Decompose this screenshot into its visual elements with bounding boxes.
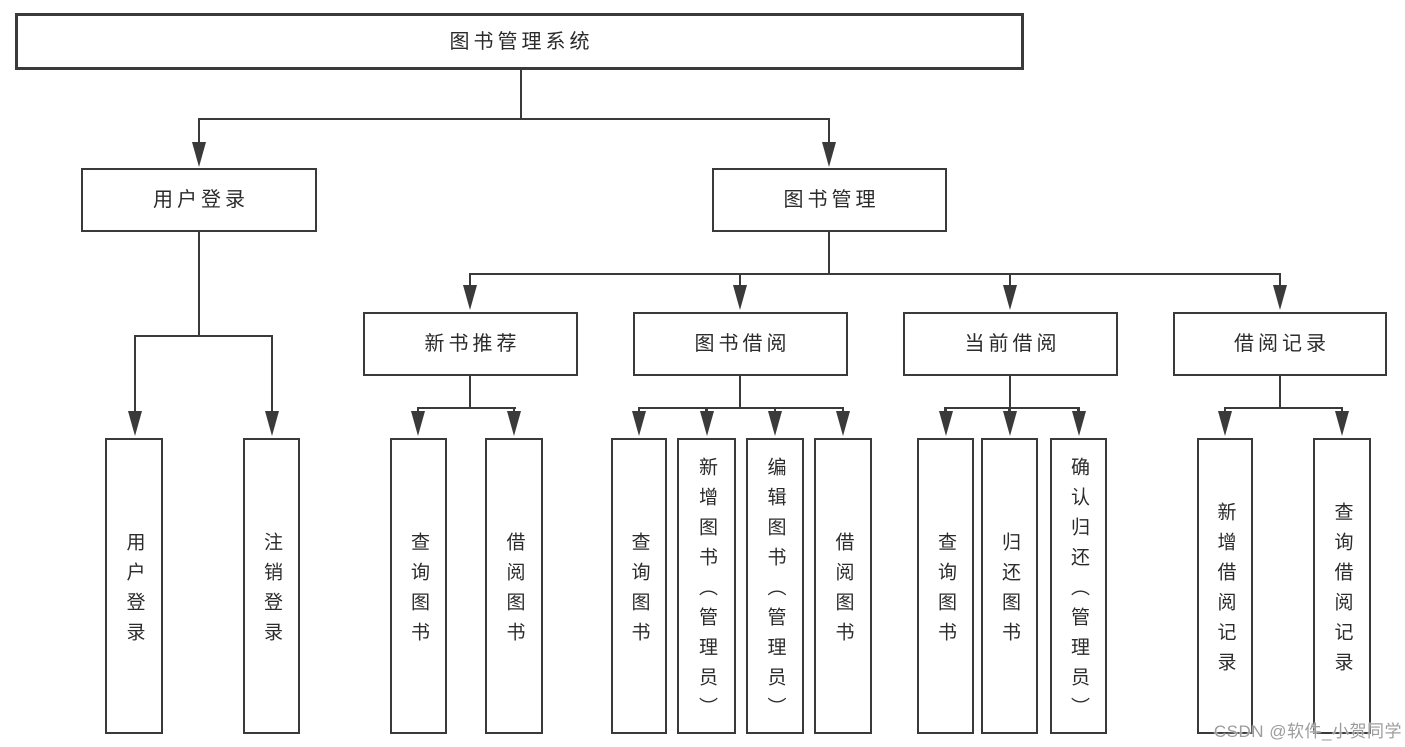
node-borrow-records: 借阅记录 <box>1173 312 1387 376</box>
connector-arrow-stem <box>1278 274 1282 287</box>
connector-arrow-stem <box>468 274 472 287</box>
node-label: 借阅图书 <box>832 531 854 652</box>
connector-arrow-stem <box>416 408 420 413</box>
arrowhead-down-icon <box>733 285 747 310</box>
node-current-borrowing: 当前借阅 <box>903 312 1118 376</box>
arrowhead-down-icon <box>507 411 521 436</box>
watermark: CSDN @软件_小贺同学 <box>1213 722 1402 741</box>
connector-line <box>1278 376 1282 408</box>
connector-line <box>1223 406 1344 409</box>
connector-arrow-stem <box>738 274 742 287</box>
connector-arrow-stem <box>705 408 708 413</box>
connector-line <box>738 376 742 408</box>
node-new-book-recommend: 新书推荐 <box>363 312 578 376</box>
node-return-books: 归还图书 <box>981 438 1038 734</box>
connector-arrow-stem <box>1077 408 1080 413</box>
node-label: 编辑图书（管理员） <box>764 456 786 727</box>
node-label: 新增借阅记录 <box>1214 501 1236 682</box>
arrowhead-down-icon <box>411 411 425 436</box>
arrowhead-down-icon <box>1218 411 1232 436</box>
node-borrow-books: 借阅图书 <box>814 438 872 734</box>
node-label: 新书推荐 <box>424 333 521 355</box>
connector-arrow-stem <box>1008 274 1012 287</box>
node-user-login-op: 用户登录 <box>105 438 163 734</box>
arrowhead-down-icon <box>1335 411 1349 436</box>
connector-arrow-stem <box>133 336 137 413</box>
node-book-borrowing: 图书借阅 <box>633 312 848 376</box>
connector-arrow-stem <box>197 119 201 144</box>
connector-line <box>197 232 201 336</box>
node-logout: 注销登录 <box>243 438 300 734</box>
connector-arrow-stem <box>827 119 831 144</box>
connector-arrow-stem <box>841 408 845 413</box>
arrowhead-down-icon <box>1071 411 1086 436</box>
arrowhead-down-icon <box>265 411 279 436</box>
node-label: 查询借阅记录 <box>1331 501 1353 682</box>
node-add-books-admin: 新增图书（管理员） <box>677 438 736 734</box>
connector-line <box>944 406 1080 409</box>
node-label: 新增图书（管理员） <box>696 456 717 727</box>
node-root: 图书管理系统 <box>15 13 1024 70</box>
node-query-books-borrowing: 查询图书 <box>611 438 667 734</box>
node-edit-books-admin: 编辑图书（管理员） <box>746 438 804 734</box>
node-label: 借阅记录 <box>1234 333 1330 355</box>
arrowhead-down-icon <box>699 411 714 436</box>
node-user-login: 用户登录 <box>81 168 317 232</box>
arrowhead-down-icon <box>1273 285 1287 310</box>
arrowhead-down-icon <box>768 411 782 436</box>
node-label: 确认归还（管理员） <box>1068 456 1089 727</box>
arrowhead-down-icon <box>1002 411 1017 436</box>
arrowhead-down-icon <box>836 411 850 436</box>
connector-line <box>468 272 1282 275</box>
arrowhead-down-icon <box>822 142 836 167</box>
connector-arrow-stem <box>773 408 777 413</box>
arrowhead-down-icon <box>632 411 646 436</box>
node-label: 归还图书 <box>999 531 1020 652</box>
node-label: 用户登录 <box>123 531 145 652</box>
node-label: 查询图书 <box>628 531 650 652</box>
connector-line <box>1008 376 1012 408</box>
node-borrow-books-recommend: 借阅图书 <box>485 438 543 734</box>
arrowhead-down-icon <box>463 285 477 310</box>
node-query-books-current: 查询图书 <box>917 438 974 734</box>
connector-arrow-stem <box>270 336 274 413</box>
arrowhead-down-icon <box>938 411 953 436</box>
node-query-books-recommend: 查询图书 <box>390 438 447 734</box>
node-label: 图书管理系统 <box>449 30 594 53</box>
arrowhead-down-icon <box>192 142 206 167</box>
connector-arrow-stem <box>1008 408 1011 413</box>
node-label: 用户登录 <box>153 189 249 211</box>
connector-arrow-stem <box>1340 408 1344 413</box>
node-book-management: 图书管理 <box>712 168 947 232</box>
connector-line <box>468 376 472 408</box>
arrowhead-down-icon <box>128 411 142 436</box>
connector-line <box>133 334 274 337</box>
connector-arrow-stem <box>1223 408 1227 413</box>
node-add-borrow-record: 新增借阅记录 <box>1197 438 1253 734</box>
node-label: 借阅图书 <box>503 531 525 652</box>
connector-arrow-stem <box>944 408 947 413</box>
node-confirm-return-admin: 确认归还（管理员） <box>1050 438 1107 734</box>
connector-arrow-stem <box>512 408 516 413</box>
node-label: 当前借阅 <box>964 333 1061 355</box>
node-label: 注销登录 <box>261 531 282 652</box>
connector-line <box>827 232 831 274</box>
connector-arrow-stem <box>637 408 641 413</box>
node-label: 图书管理 <box>783 189 880 211</box>
node-label: 查询图书 <box>408 531 429 652</box>
connector-line <box>197 117 831 120</box>
node-query-borrow-record: 查询借阅记录 <box>1313 438 1371 734</box>
connector-line <box>519 70 523 119</box>
node-label: 查询图书 <box>935 531 956 652</box>
connector-line <box>637 406 845 409</box>
node-label: 图书借阅 <box>694 333 791 355</box>
connector-line <box>416 406 516 409</box>
arrowhead-down-icon <box>1003 285 1017 310</box>
